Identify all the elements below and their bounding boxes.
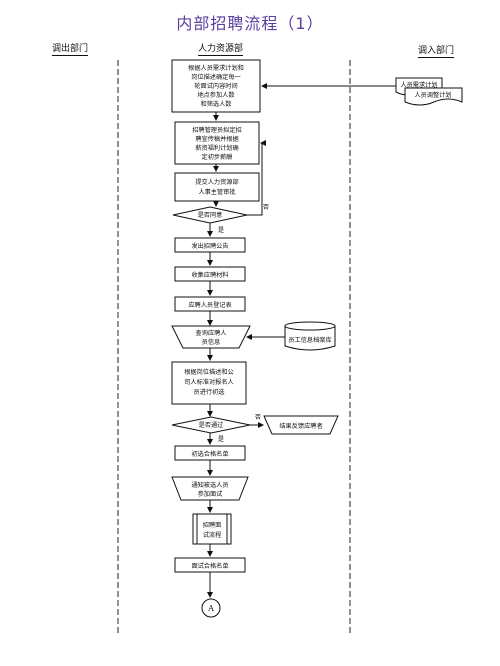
step-interview-box [192,513,232,545]
step-submit-line-2: 人事主管审批 [198,188,235,196]
step-screen-line-2: 司人标准对报名人 [184,378,234,386]
step-screen-box [171,361,247,405]
step-notice-box [174,121,260,165]
step-submit-box [174,172,260,202]
step-register-label: 应聘人员登记表 [188,301,231,309]
pass-yes-label: 是 [218,436,224,443]
step-qualified-label: 面试合格名单 [191,562,228,570]
step-notify-box [171,476,249,501]
decision-approve-label: 是否同意 [198,211,223,219]
step-query-line-2: 员信息 [202,338,221,346]
step-publish-label: 发出招聘公告 [191,242,228,250]
step-shortlist-label: 初选合格名单 [191,450,228,458]
connector-a [201,598,221,618]
step-interview-line-1: 招聘面 [203,521,222,529]
step-feedback-box [263,415,339,435]
step-plan-line-2: 岗位描述确定每一 [191,73,241,81]
step-collect-label: 收集应聘材料 [191,271,228,279]
column-header-in: 调入部门 [418,43,455,58]
step-notice-line-3: 薪资福利计划确 [195,144,238,152]
db-employee-records [284,326,336,351]
step-notice-line-4: 定初步薪酬 [202,153,233,161]
step-plan-line-5: 和筛选人数 [201,100,233,108]
doc-adjust-plan [404,87,463,106]
step-plan-line-3: 轮面试内容时间 [194,82,237,90]
step-notice-line-2: 聘宣传稿并根据 [195,135,238,143]
step-plan-line-4: 地点参加人数 [197,91,235,99]
step-interview-line-2: 试流程 [203,531,222,539]
step-feedback-label: 结果反馈应聘者 [279,422,322,430]
step-notice-line-1: 招聘管理员拟定招 [192,126,242,134]
column-header-hr: 人力资源部 [198,41,244,56]
step-plan-line-1: 根据人员需求计划和 [188,64,244,72]
step-screen-line-1: 根据岗位描述和公 [184,368,234,376]
page-title: 内部招聘流程（1） [176,14,324,33]
doc-demand-label: 人员需求计划 [400,81,437,89]
column-header-out: 调出部门 [52,41,89,56]
connector-a-label: A [207,604,214,613]
db-label: 员工信息档案库 [288,336,331,344]
step-screen-line-3: 员进行初选 [194,388,225,396]
step-notify-line-1: 通知被选人员 [191,481,228,489]
step-plan-box [171,59,261,113]
decision-pass-label: 是否通过 [199,421,224,429]
pass-no-label: 否 [255,414,261,421]
step-notify-line-2: 参加面试 [198,490,223,498]
approve-yes-label: 是 [218,227,224,234]
doc-adjust-label: 人员调整计划 [414,91,451,99]
approve-no-label: 否 [263,204,269,211]
step-query-line-1: 查询应聘人 [196,329,227,337]
step-submit-line-1: 提交人力资源部 [195,178,238,186]
step-query-box [171,325,251,349]
